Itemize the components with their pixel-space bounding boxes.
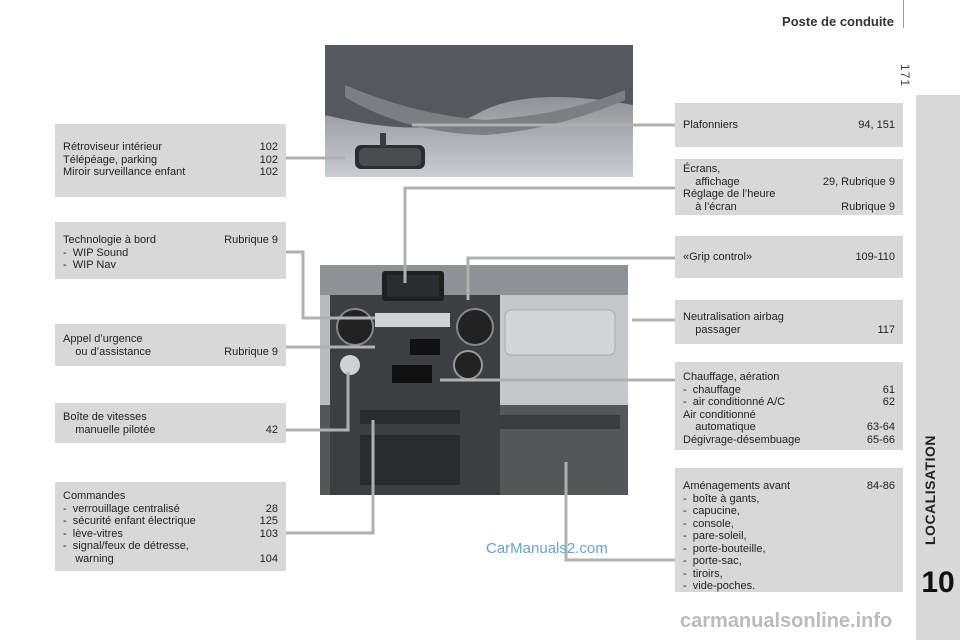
- chapter-number: 10: [921, 566, 955, 599]
- info-line: Air conditionné: [683, 408, 756, 421]
- info-line: - porte-bouteille,: [683, 542, 766, 555]
- watermark-carmanuals2: CarManuals2.com: [486, 540, 608, 557]
- info-line: Commandes: [63, 490, 126, 502]
- info-line: - WIP Sound: [63, 246, 129, 259]
- info-line: Neutralisation airbag: [683, 311, 784, 323]
- info-line: - boîte à gants,: [683, 492, 760, 505]
- info-line: Chauffage, aération: [683, 371, 780, 383]
- info-line: - porte-sac,: [683, 555, 742, 567]
- info-box-grip-control: «Grip control»109-110: [675, 236, 903, 278]
- info-line: Appel d’urgence: [63, 333, 143, 345]
- dashboard-photo: [320, 265, 628, 495]
- header-divider: [903, 0, 904, 28]
- info-line: - tiroirs,: [683, 567, 723, 580]
- info-line: Boîte de vitesses: [63, 411, 147, 423]
- info-line: Réglage de l’heure: [683, 188, 776, 200]
- info-line: - capucine,: [683, 505, 740, 517]
- info-line: «Grip control»109-110: [683, 251, 895, 263]
- page-header-title: Poste de conduite: [782, 14, 894, 29]
- info-line: - pare-soleil,: [683, 530, 747, 542]
- page-number: 171: [898, 64, 912, 88]
- watermark-carmanualsonline: carmanualsonline.info: [680, 610, 893, 632]
- section-label: LOCALISATION: [922, 435, 938, 545]
- info-line: - vide-poches.: [683, 580, 756, 592]
- info-line: - WIP Nav: [63, 259, 116, 271]
- info-line: - console,: [683, 517, 734, 530]
- info-line: Écrans,: [683, 163, 721, 175]
- info-line: - signal/feux de détresse,: [63, 540, 189, 552]
- ceiling-mirror-photo: [325, 45, 633, 177]
- side-tab-strip: [916, 95, 960, 640]
